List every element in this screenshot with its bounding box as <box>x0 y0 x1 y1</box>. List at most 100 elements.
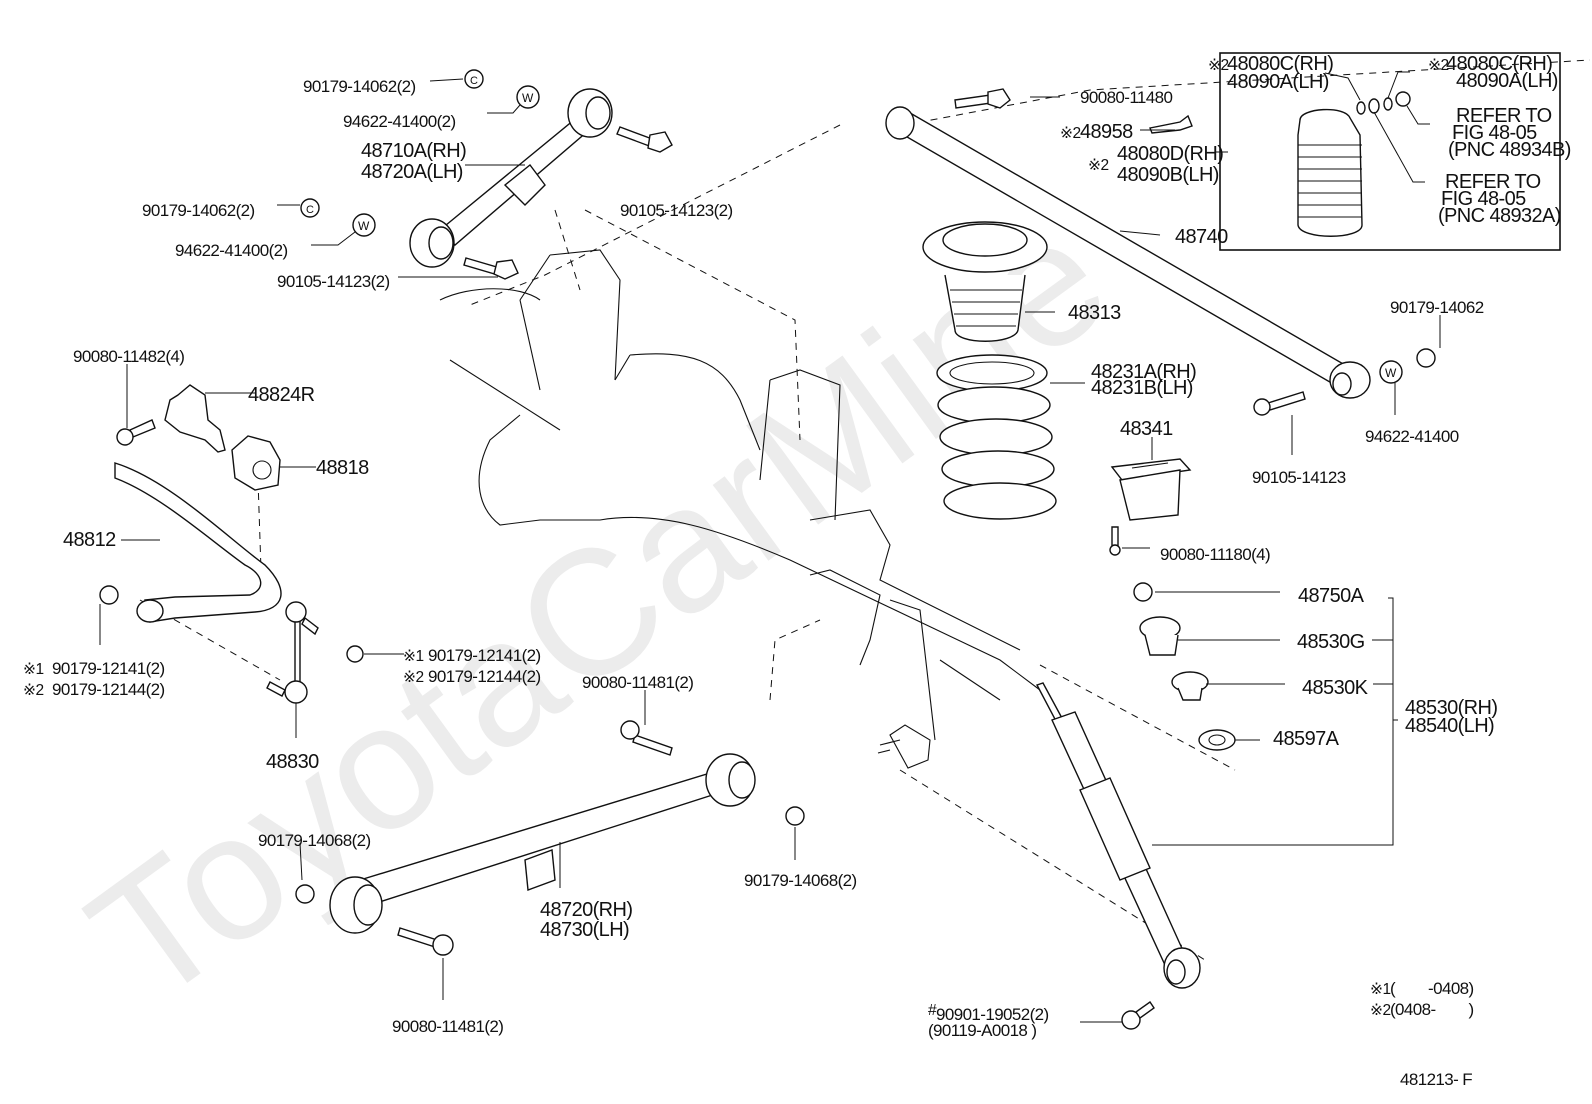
refer-note: (PNC 48934B) <box>1448 139 1571 161</box>
washer-w-icon: W <box>1379 360 1403 384</box>
label-48080C: 48080C(RH) <box>1446 53 1552 75</box>
nut-icon <box>99 585 119 605</box>
label-48597A: 48597A <box>1273 728 1340 750</box>
note-range: ( -0408) <box>1390 979 1474 998</box>
label-48090A: 48090A(LH) <box>1227 71 1329 93</box>
note-mark: ※2 <box>1088 157 1109 174</box>
bolt-icon <box>463 257 519 280</box>
svg-text:W: W <box>358 219 370 233</box>
label-90105-14123: 90105-14123(2) <box>277 272 390 291</box>
label-48730: 48730(LH) <box>540 919 629 941</box>
nut-icon <box>1416 348 1436 368</box>
label-90105-14123: 90105-14123 <box>1252 468 1346 487</box>
refer-note: FIG 48-05 <box>1441 188 1526 210</box>
cushion-icon <box>1171 671 1209 701</box>
label-48080C: 48080C(RH) <box>1227 53 1333 75</box>
note-mark: ※2 <box>23 682 44 699</box>
label-48090A: 48090A(LH) <box>1456 70 1558 92</box>
svg-text:W: W <box>1385 366 1397 380</box>
axle-housing <box>439 249 1041 769</box>
label-90179-14068: 90179-14068(2) <box>744 871 857 890</box>
label-48710A: 48710A(RH) <box>361 140 466 162</box>
label-90179-12141: 90179-12141(2) <box>52 659 165 678</box>
washer-icon <box>1198 729 1236 751</box>
note-range: (0408- ) <box>1390 1000 1474 1019</box>
label-48720: 48720(RH) <box>540 899 632 921</box>
label-48540: 48540(LH) <box>1405 715 1494 737</box>
label-90179-12141: 90179-12141(2) <box>428 646 541 665</box>
stabilizer-bar <box>114 462 282 623</box>
refer-note: (PNC 48932A) <box>1438 205 1561 227</box>
stabilizer-bushing <box>231 435 281 491</box>
label-90901-19052: 90901-19052(2) <box>936 1005 1049 1024</box>
note-mark: ※1 <box>23 661 44 678</box>
shock-absorber <box>1035 682 1201 989</box>
lower-control-arm <box>329 753 756 934</box>
label-48818: 48818 <box>316 457 369 479</box>
label-90179-14068: 90179-14068(2) <box>258 831 371 850</box>
label-90080-11180: 90080-11180(4) <box>1160 545 1270 564</box>
bolt-icon <box>620 720 673 756</box>
bolt-icon <box>1109 526 1121 556</box>
label-90179-12144: 90179-12144(2) <box>52 680 165 699</box>
label-48958: 48958 <box>1080 121 1133 143</box>
nut-icon <box>295 884 315 904</box>
label-48720A: 48720A(LH) <box>361 161 463 183</box>
part-labels: 90179-14062(2) 94622-41400(2) 48710A(RH)… <box>23 53 1571 1040</box>
label-48824R: 48824R <box>248 384 315 406</box>
svg-text:W: W <box>522 91 534 105</box>
label-90179-12144: 90179-12144(2) <box>428 667 541 686</box>
label-48231A: 48231A(RH) <box>1091 361 1196 383</box>
label-90080-11480: 90080-11480 <box>1080 88 1172 107</box>
label-48080D: 48080D(RH) <box>1117 143 1223 165</box>
label-90179-14062: 90179-14062 <box>1390 298 1484 317</box>
leader-lines <box>99 78 1441 1023</box>
label-48740: 48740 <box>1175 226 1228 248</box>
svg-text:C: C <box>470 75 478 87</box>
nut-icon: C <box>300 198 320 218</box>
label-94622-41400: 94622-41400(2) <box>343 112 456 131</box>
refer-note: REFER TO <box>1445 171 1541 193</box>
coil-spring <box>936 354 1057 520</box>
stabilizer-bracket <box>164 384 226 453</box>
label-90105-14123: 90105-14123(2) <box>620 201 733 220</box>
refer-note: FIG 48-05 <box>1452 122 1537 144</box>
label-90179-14062: 90179-14062(2) <box>142 201 255 220</box>
label-48812: 48812 <box>63 529 116 551</box>
label-48530: 48530(RH) <box>1405 697 1497 719</box>
note-mark: ※1 <box>403 648 424 665</box>
bolt-icon <box>1253 391 1306 416</box>
footnotes: ※1 ( -0408) ※2 (0408- ) 481213- F <box>1370 979 1474 1089</box>
label-90179-14062: 90179-14062(2) <box>303 77 416 96</box>
bump-stopper-boot <box>1297 108 1363 237</box>
bolt-icon <box>954 88 1011 109</box>
nut-icon <box>1133 582 1153 602</box>
label-48341: 48341 <box>1120 418 1173 440</box>
bolt-icon <box>116 419 156 446</box>
note-mark: ※2 <box>1428 57 1449 74</box>
bolt-icon <box>1121 1001 1155 1030</box>
note-mark: ※1 <box>1370 981 1391 998</box>
refer-note: REFER TO <box>1456 105 1552 127</box>
label-90080-11481: 90080-11481(2) <box>582 673 693 692</box>
bolt-icon <box>397 927 454 956</box>
clip-icon <box>1149 114 1193 134</box>
stabilizer-link <box>266 601 319 704</box>
label-90080-11481: 90080-11481(2) <box>392 1017 503 1036</box>
upper-control-arm <box>409 88 613 268</box>
note-mark: # <box>928 1002 937 1019</box>
bump-stopper <box>1110 458 1192 521</box>
figure-code: 481213- F <box>1400 1070 1472 1089</box>
label-48090B: 48090B(LH) <box>1117 164 1219 186</box>
note-mark: ※2 <box>403 669 424 686</box>
label-94622-41400: 94622-41400(2) <box>175 241 288 260</box>
note-mark: ※2 <box>1370 1002 1391 1019</box>
note-mark: ※2 <box>1208 57 1229 74</box>
cushion-icon <box>1139 616 1181 656</box>
label-48313: 48313 <box>1068 302 1121 324</box>
label-90080-11482: 90080-11482(4) <box>73 347 184 366</box>
label-94622-41400: 94622-41400 <box>1365 427 1459 446</box>
nut-icon: C <box>464 69 484 89</box>
